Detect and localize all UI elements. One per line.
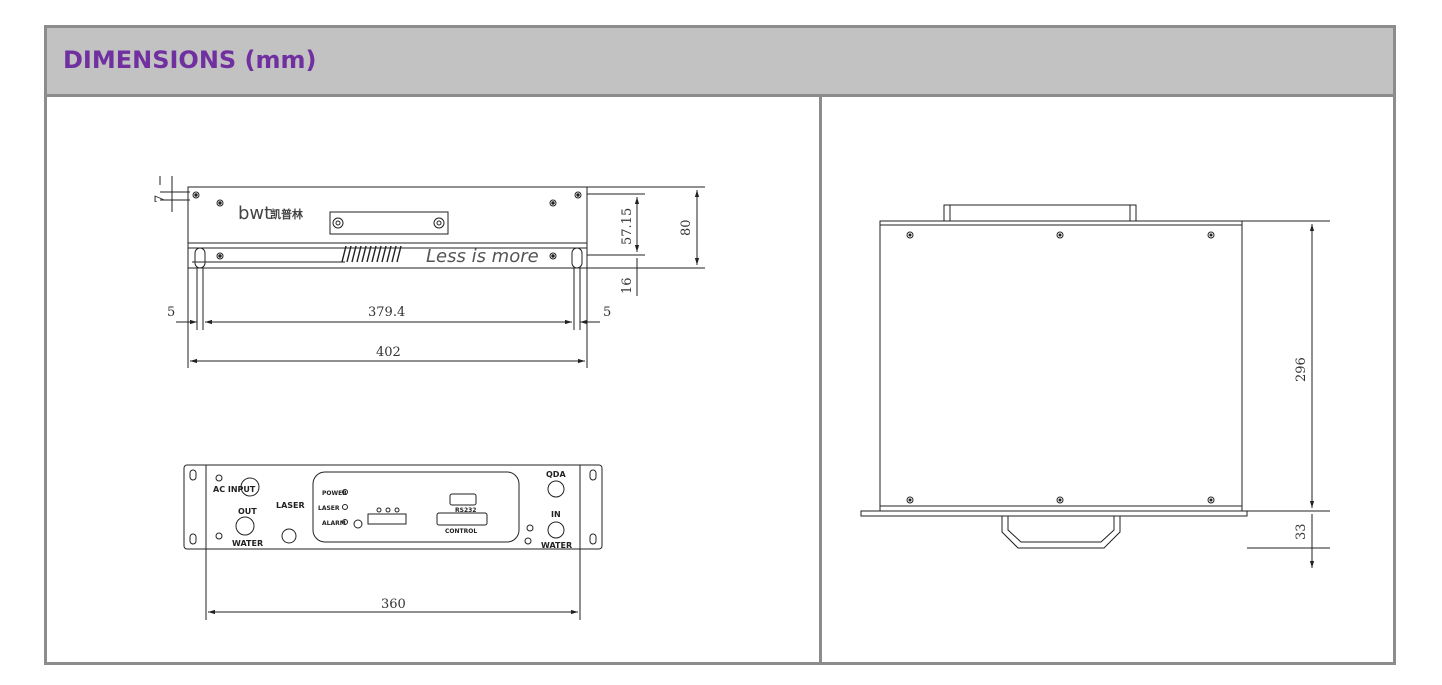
dim-height-upper: 57.15 xyxy=(620,208,635,245)
label-water-left: WATER xyxy=(232,539,263,548)
slogan-text: Less is more xyxy=(426,246,539,267)
label-alarm: ALARM xyxy=(322,520,346,527)
front-view-drawing xyxy=(159,176,705,368)
dim-height-lower: 16 xyxy=(620,277,635,294)
dim-inner-width: 379.4 xyxy=(368,305,405,320)
brand-logo: bwt xyxy=(238,203,271,224)
dim-height-total: 80 xyxy=(679,219,694,236)
dimensions-panel: DIMENSIONS (mm) xyxy=(44,25,1396,665)
dim-rear-width: 360 xyxy=(381,597,406,612)
panel-header: DIMENSIONS (mm) xyxy=(47,28,1393,97)
label-rs232: RS232 xyxy=(455,507,476,514)
page-title: DIMENSIONS (mm) xyxy=(63,46,317,74)
label-water-right: WATER xyxy=(541,541,572,550)
label-out: OUT xyxy=(238,507,257,516)
label-in: IN xyxy=(551,510,561,519)
dim-ear-gap: 7 xyxy=(153,195,168,203)
dim-handle: 33 xyxy=(1294,523,1309,540)
dim-total-width: 402 xyxy=(376,345,401,360)
label-laser-status: LASER xyxy=(318,505,340,512)
dim-left-margin: 5 xyxy=(167,305,175,320)
column-divider xyxy=(819,97,822,662)
label-power: POWER xyxy=(322,490,347,497)
dim-depth: 296 xyxy=(1294,357,1309,382)
label-laser: LASER xyxy=(276,501,305,510)
label-ac-input: AC INPUT xyxy=(213,485,256,494)
dim-right-margin: 5 xyxy=(603,305,611,320)
label-qda: QDA xyxy=(546,470,566,479)
label-control: CONTROL xyxy=(445,528,477,535)
side-view-drawing xyxy=(860,204,1330,568)
brand-chinese: 凯普林 xyxy=(270,207,303,221)
rear-view-drawing xyxy=(183,464,603,620)
